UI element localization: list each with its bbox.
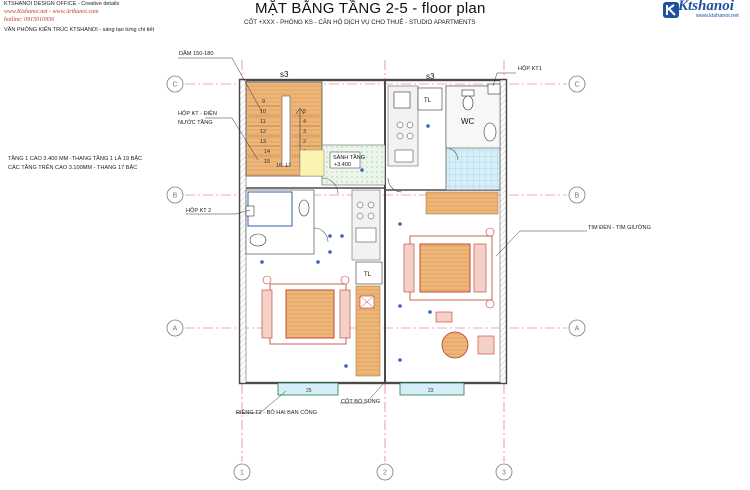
axis-label-col-1: 1 [240, 470, 244, 477]
label-shaft-2: HỘP KT 2 [186, 208, 212, 214]
balcony-right [399, 382, 465, 396]
stair-step-9: 9 [262, 99, 265, 105]
label-shaft-water: NƯỚC TẦNG [178, 120, 213, 126]
stair-step-14: 14 [264, 149, 270, 155]
basin-top [483, 122, 497, 142]
stove-top [394, 121, 414, 163]
logo-text: Ktshanoi [678, 0, 734, 14]
bed-right [403, 227, 495, 309]
office-websites: www.Ktshanoi.net - www.Arthanoi.com [4, 9, 99, 15]
stair-note-line1: TẦNG 1 CAO 3.400 MM -THANG TẦNG 1 LÀ 19 … [8, 156, 143, 162]
kitchen-middle [351, 189, 381, 261]
stair-step-3: 3 [303, 129, 306, 135]
axis-bubble-cols [233, 463, 513, 481]
logo-mark-icon [663, 2, 679, 18]
basin-left [249, 233, 267, 247]
toilet-top [461, 89, 475, 111]
shower-left [247, 191, 293, 227]
axis-bubble-row-a [166, 319, 586, 337]
label-tl-top: TL [424, 98, 432, 104]
stove-middle [355, 201, 377, 243]
office-hotline: hotline: 0915010956 [4, 17, 55, 23]
label-bed-wall: TIM ĐÈN - TIM GIƯỜNG [588, 225, 651, 231]
stair-step-17: 17 [285, 163, 291, 169]
hall-level: +3.400 [334, 162, 351, 168]
axis-label-row-b-left: B [173, 193, 178, 200]
wood-strip-right [425, 191, 499, 215]
stair-step-4: 4 [303, 119, 306, 125]
leader-lines [178, 57, 587, 414]
hall-yellow-panel [299, 149, 325, 177]
stair-step-15: 15 [264, 159, 270, 165]
stair-step-12: 12 [260, 129, 266, 135]
label-beam: DẦM 150-180 [179, 51, 214, 57]
hall-name: SẢNH TẦNG [333, 154, 365, 161]
table-chairs-right [435, 311, 495, 359]
axis-label-row-c-left: C [172, 82, 177, 89]
label-s3-left: s3 [280, 70, 289, 79]
stair-step-5: 5 [303, 109, 306, 115]
drawing-subtitle: CỐT +XXX - PHÒNG KS - CĂN HỘ DỊCH VỤ CHO… [244, 19, 476, 26]
stair-step-11: 11 [260, 119, 266, 125]
label-column-note: CỘT BỔ SUNG [341, 399, 381, 405]
axis-label-col-2: 2 [383, 470, 387, 477]
axis-bubble-row-c [166, 75, 586, 93]
label-tl-mid: TL [364, 272, 372, 278]
balcony-right-mark: 23 [428, 388, 434, 394]
stair-step-10: 10 [260, 109, 266, 115]
label-balcony-note: RIÊNG T2 - BỎ HAI BAN CÔNG [236, 410, 318, 416]
axis-label-row-a-left: A [173, 326, 178, 333]
stair-note-line2: CÁC TẦNG TRÊN CAO 3.100MM - THANG 17 BẬC [8, 165, 138, 171]
tl-box-top [417, 87, 443, 111]
drawing-title: MẶT BẰNG TẦNG 2-5 - floor plan [255, 0, 486, 17]
tl-box-mid [355, 261, 383, 285]
balcony-left [277, 382, 339, 396]
sink-top [393, 91, 411, 109]
doors [313, 147, 459, 243]
axis-label-col-3: 3 [502, 470, 506, 477]
stair-step-16: 16 [276, 163, 282, 169]
label-shaft-1: HỘP KT1 [518, 66, 542, 72]
tv-cabinet-left [359, 295, 375, 309]
label-wc: WC [461, 117, 475, 126]
balcony-left-mark: 25 [306, 388, 312, 394]
left-wall-hatch [239, 79, 247, 384]
label-s3-right: s3 [426, 72, 435, 81]
stair-step-2: 2 [303, 139, 306, 145]
axis-bubble-row-b [166, 186, 586, 204]
shaft-1 [487, 83, 501, 95]
toilet-left [298, 199, 310, 217]
light-fixtures [260, 124, 432, 368]
brand-logo: Ktshanoi www.ktshanoi.net [660, 0, 748, 22]
stair-step-13: 13 [260, 139, 266, 145]
office-slogan: VĂN PHÒNG KIẾN TRÚC KTSHANOI - sáng tạo … [4, 27, 154, 33]
logo-url: www.ktshanoi.net [696, 13, 739, 19]
label-shaft-power: HỘP KT - ĐIỆN [178, 111, 217, 117]
office-name: KTSHANOI DESIGN OFFICE - Creative detail… [4, 1, 120, 7]
right-wall-hatch [499, 79, 507, 384]
axis-label-row-c-right: C [574, 82, 579, 89]
hall-sign [329, 151, 361, 169]
bed-left [261, 275, 351, 345]
axis-label-row-a-right: A [575, 326, 580, 333]
axis-label-row-b-right: B [575, 193, 580, 200]
